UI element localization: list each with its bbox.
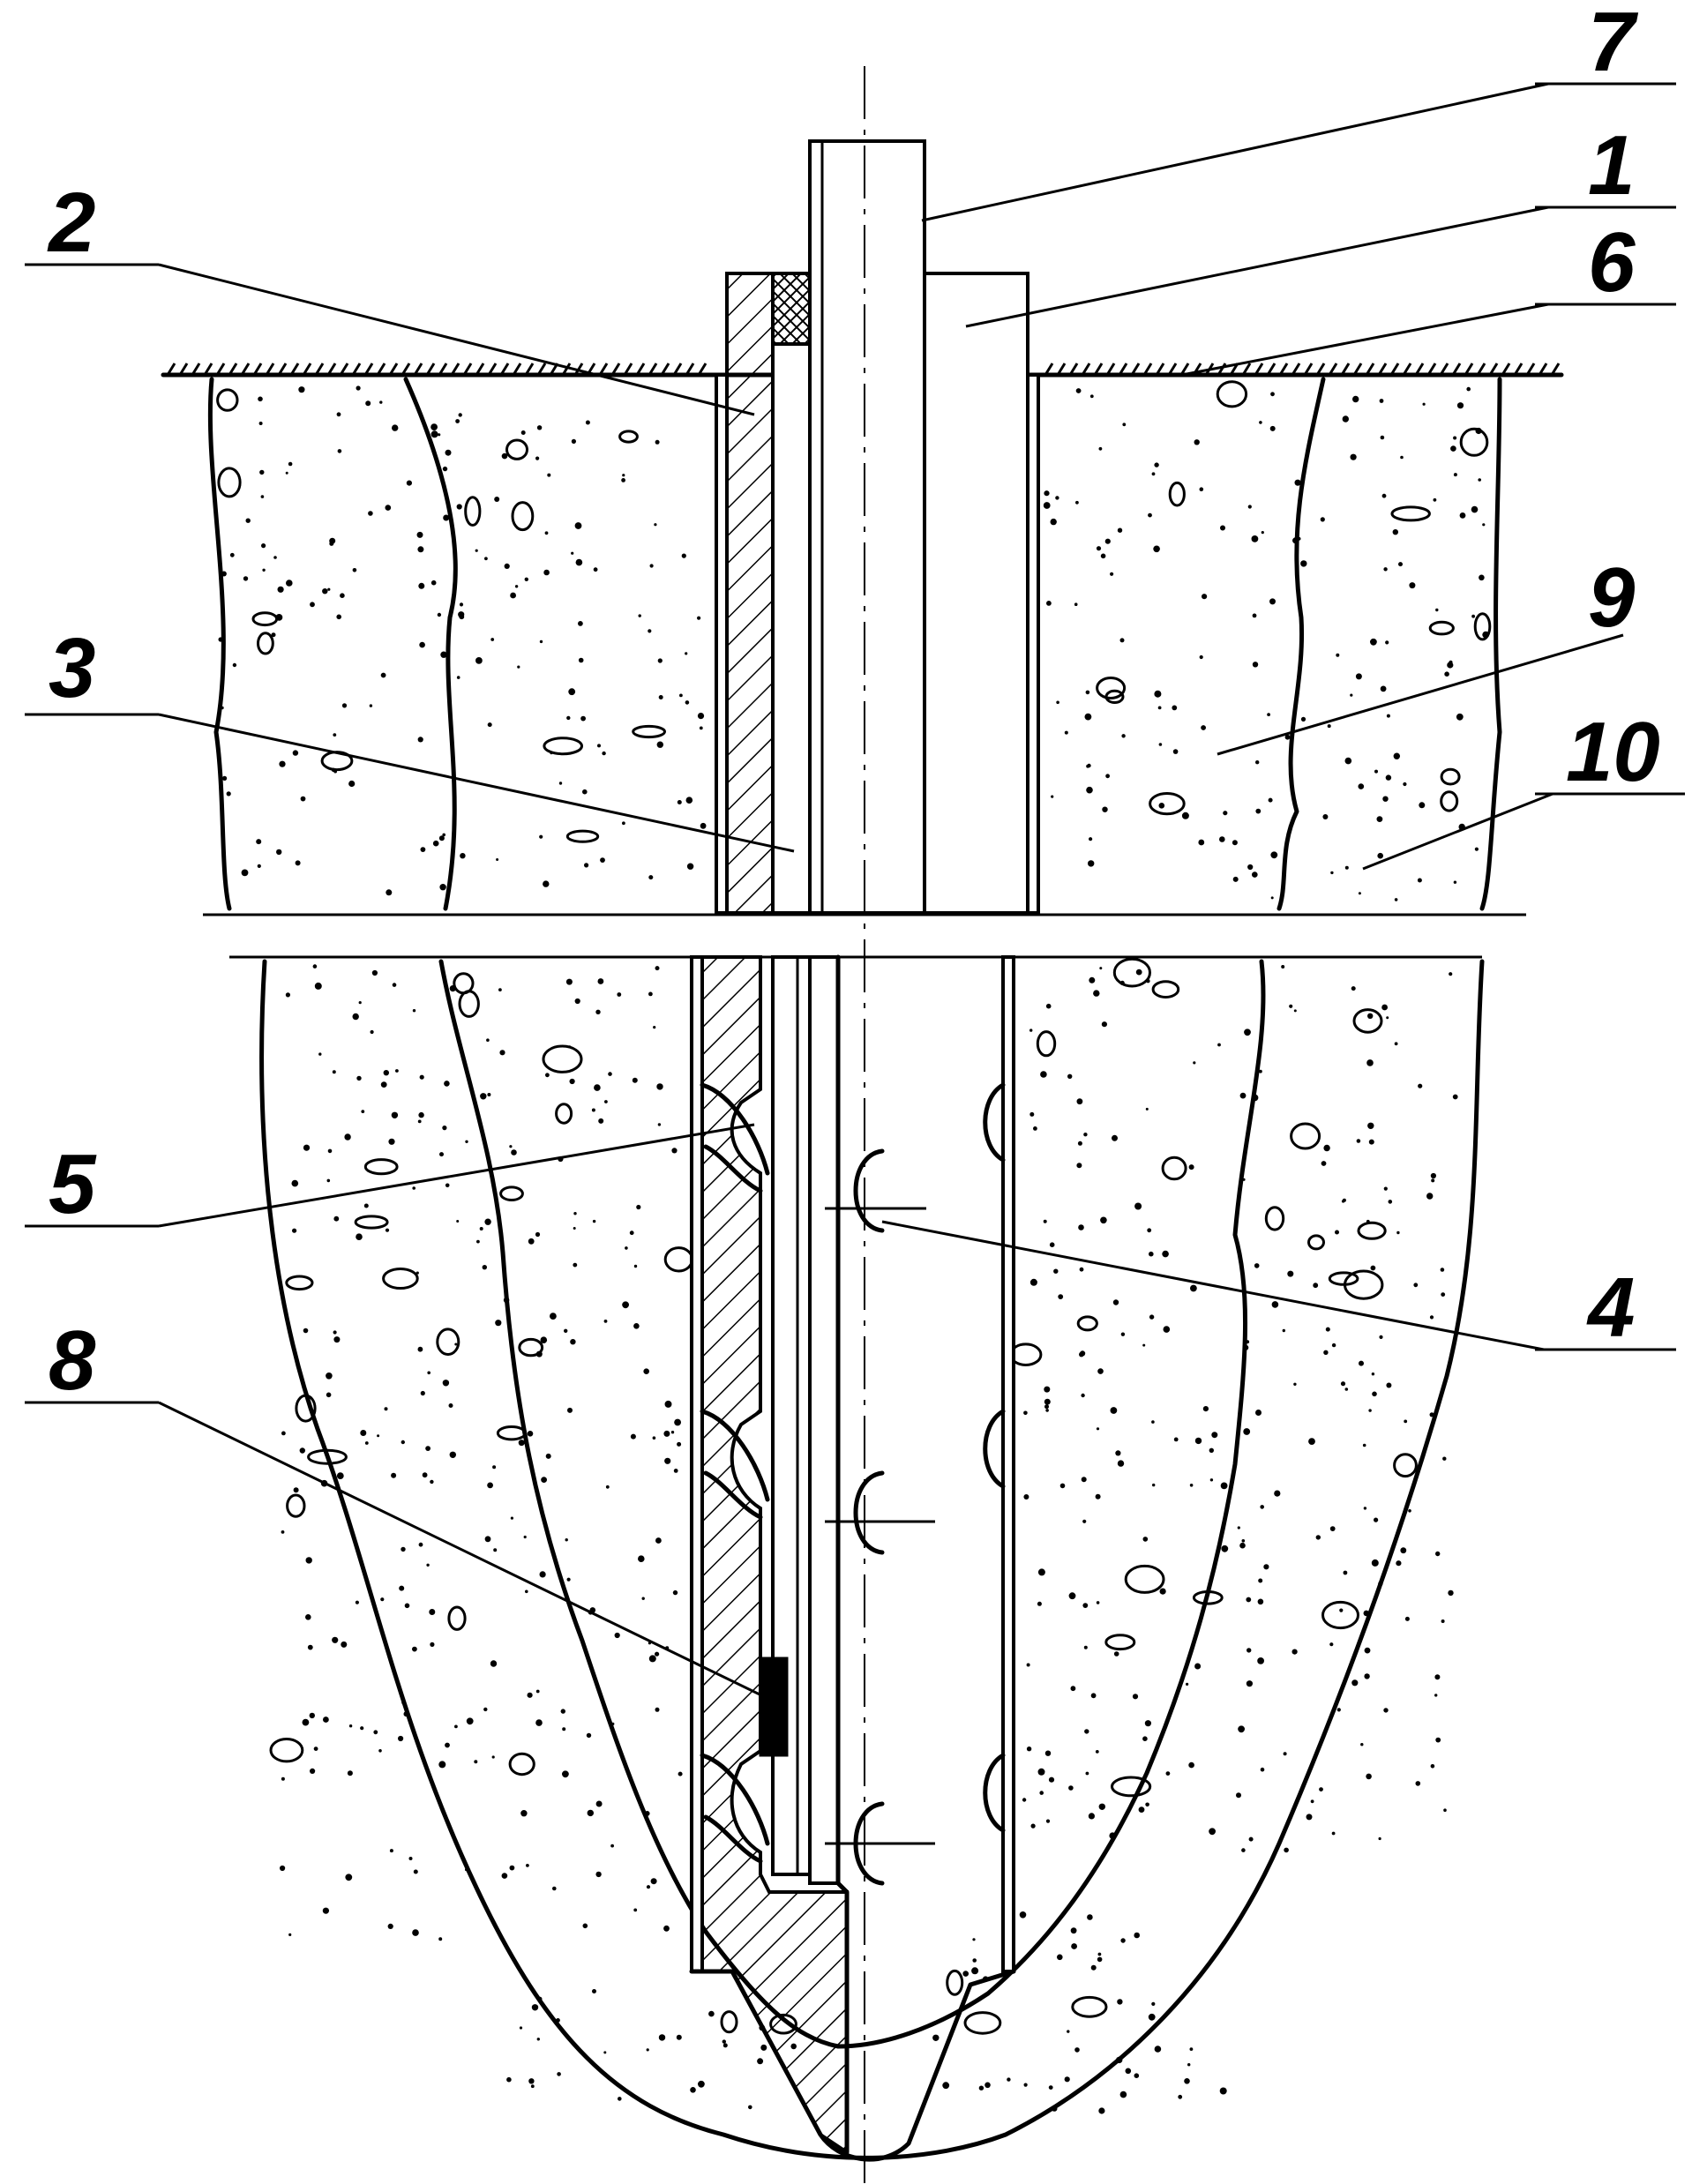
outer-casing	[689, 373, 1040, 2162]
label-5: 5	[49, 1137, 97, 1231]
part-labels: 7 1 6 2 9 3 10 5 4 8	[47, 0, 1660, 1408]
leader-lines	[25, 82, 1685, 1845]
ground-surface-texture	[166, 363, 1561, 376]
nozzles-left	[700, 1082, 770, 1864]
inner-pipe	[759, 139, 1029, 2155]
soil-texture	[216, 380, 1492, 2114]
label-7: 7	[1588, 0, 1639, 89]
label-8: 8	[49, 1313, 96, 1408]
hatched-core	[700, 272, 849, 2156]
holes-4	[853, 1148, 885, 1886]
nozzles-right	[983, 1082, 1006, 1833]
label-1: 1	[1588, 118, 1635, 213]
label-3: 3	[49, 621, 95, 715]
label-4: 4	[1586, 1260, 1635, 1355]
label-9: 9	[1588, 550, 1635, 645]
label-2: 2	[47, 176, 95, 270]
label-6: 6	[1588, 215, 1636, 310]
label-10: 10	[1566, 705, 1660, 799]
